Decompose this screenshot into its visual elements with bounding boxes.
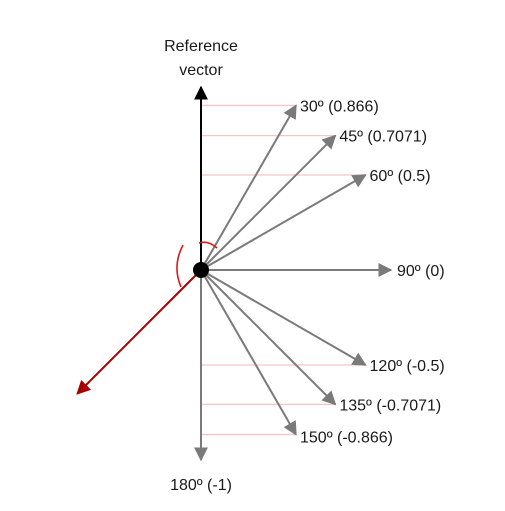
vector-120 xyxy=(200,269,367,366)
vector-label-60: 60º (0.5) xyxy=(370,168,431,185)
vector-label-30: 30º (0.866) xyxy=(300,98,379,115)
projection-lines xyxy=(201,104,366,436)
highlight-vector xyxy=(76,269,202,395)
vector-label-90: 90º (0) xyxy=(397,263,445,280)
vector-label-150: 150º (-0.866) xyxy=(300,430,393,447)
angle-arc-left xyxy=(176,244,184,288)
origin-point xyxy=(193,262,209,278)
vector-30 xyxy=(200,104,297,271)
vector-label-120: 120º (-0.5) xyxy=(370,358,445,375)
vector-150 xyxy=(200,269,297,436)
angle-arc-top xyxy=(198,241,218,249)
reference-label-line1: Reference xyxy=(164,38,238,55)
reference-label-line2: vector xyxy=(179,62,223,79)
vector-45 xyxy=(200,134,337,271)
vector-label-135: 135º (-0.7071) xyxy=(339,397,441,414)
vector-label-180: 180º (-1) xyxy=(170,477,232,494)
vector-labels: 30º (0.866) 45º (0.7071) 60º (0.5) 90º (0) 1… xyxy=(170,98,445,494)
vector-135 xyxy=(200,269,337,406)
vector-lines xyxy=(194,104,393,462)
vector-60 xyxy=(200,174,367,271)
vector-label-45: 45º (0.7071) xyxy=(339,129,427,146)
